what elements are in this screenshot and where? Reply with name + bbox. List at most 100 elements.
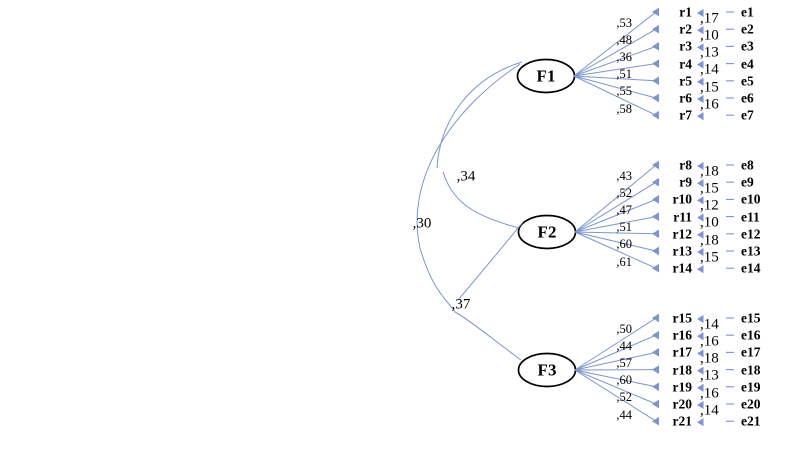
factor-loading-path xyxy=(574,216,657,233)
error-arrowhead xyxy=(697,161,704,171)
loading-arrowhead xyxy=(652,160,659,170)
error-arrowhead xyxy=(697,247,704,257)
residual-value: ,13 xyxy=(700,367,719,384)
loading-value: ,52 xyxy=(616,390,632,405)
loading-value: ,53 xyxy=(616,15,632,30)
error-arrowhead xyxy=(697,383,704,392)
loading-arrowhead xyxy=(652,177,659,187)
indicator-label-r16: r16 xyxy=(672,327,693,343)
indicator-label-r14: r14 xyxy=(672,260,693,276)
error-label-e9: e9 xyxy=(741,174,754,190)
loading-value: ,52 xyxy=(616,185,632,200)
error-arrowhead xyxy=(697,94,704,104)
error-label-e15: e15 xyxy=(741,310,761,326)
error-label-e11: e11 xyxy=(741,208,760,224)
residual-value: ,18 xyxy=(700,163,719,180)
residual-value: ,14 xyxy=(700,61,719,78)
correlation-path-F1-F2 xyxy=(436,61,523,169)
indicator-label-r1: r1 xyxy=(679,4,692,20)
error-arrowhead xyxy=(697,60,704,69)
correlation-path-F2-join xyxy=(442,171,520,229)
loading-arrowhead xyxy=(652,110,659,120)
error-arrowhead xyxy=(697,77,704,86)
loading-value: ,55 xyxy=(616,84,632,99)
indicator-label-r3: r3 xyxy=(679,38,692,54)
loading-value: ,36 xyxy=(616,49,632,64)
error-label-e10: e10 xyxy=(741,191,761,207)
factor-loading-path xyxy=(574,351,657,371)
indicator-label-r8: r8 xyxy=(679,157,692,173)
residual-value: ,17 xyxy=(700,10,719,27)
factor-loading-path xyxy=(574,369,657,405)
error-label-e16: e16 xyxy=(741,327,761,343)
correlation-value-F1-F3: ,30 xyxy=(412,215,432,232)
loading-value: ,47 xyxy=(616,202,632,217)
loading-arrowhead xyxy=(652,195,659,204)
loading-arrowhead xyxy=(652,246,659,256)
residual-value: ,16 xyxy=(700,385,719,402)
loading-value: ,58 xyxy=(616,101,632,116)
error-arrowhead xyxy=(697,112,704,121)
loading-arrowhead xyxy=(652,365,659,374)
residual-value: ,16 xyxy=(700,96,719,113)
error-arrowhead xyxy=(697,349,704,358)
residual-value: ,10 xyxy=(700,214,719,231)
error-arrowhead xyxy=(697,230,704,239)
factor-loading-path xyxy=(574,231,657,252)
factor-loading-path xyxy=(574,369,657,422)
loading-value: ,50 xyxy=(616,321,632,336)
error-arrowhead xyxy=(697,332,704,341)
indicator-label-r4: r4 xyxy=(679,55,692,71)
loading-arrowhead xyxy=(652,382,659,392)
error-label-e3: e3 xyxy=(741,38,754,54)
factor-loading-path xyxy=(573,75,657,82)
indicator-label-r15: r15 xyxy=(672,310,693,326)
residual-value: ,15 xyxy=(700,79,719,96)
residual-value: ,18 xyxy=(700,232,719,249)
loading-arrowhead xyxy=(652,24,659,34)
factor-loading-path xyxy=(573,28,657,77)
loading-arrowhead xyxy=(652,42,659,51)
loading-arrowhead xyxy=(652,59,659,68)
residual-value: ,14 xyxy=(700,316,719,333)
residual-value: ,18 xyxy=(700,350,719,367)
correlation-path-F3-join xyxy=(454,311,522,361)
loading-value: ,44 xyxy=(616,407,632,422)
error-arrowhead xyxy=(697,213,704,222)
indicator-label-r7: r7 xyxy=(679,107,692,123)
factor-loading-path xyxy=(574,369,657,388)
factor-loading-path xyxy=(574,198,657,233)
loading-arrowhead xyxy=(652,212,659,221)
factor-loading-path xyxy=(573,45,657,77)
loading-arrowhead xyxy=(652,348,659,357)
factor-loading-path xyxy=(573,75,657,116)
residual-value: ,12 xyxy=(700,197,719,214)
indicator-label-r13: r13 xyxy=(672,243,693,259)
error-label-e13: e13 xyxy=(741,243,761,259)
error-label-e4: e4 xyxy=(741,55,754,71)
correlation-value-F2-F3: ,37 xyxy=(451,296,471,313)
residual-value: ,15 xyxy=(700,249,719,266)
error-arrowhead xyxy=(697,314,704,324)
error-arrowhead xyxy=(697,418,704,427)
error-label-e21: e21 xyxy=(741,413,761,429)
indicator-label-r10: r10 xyxy=(672,191,693,207)
error-label-e7: e7 xyxy=(741,107,754,123)
correlation-path-F1-F3 xyxy=(416,63,521,313)
loading-value: ,51 xyxy=(616,220,632,234)
loading-arrowhead xyxy=(652,93,659,103)
error-label-e5: e5 xyxy=(741,73,754,89)
error-label-e12: e12 xyxy=(741,226,761,242)
loading-arrowhead xyxy=(652,76,659,86)
error-arrowhead xyxy=(697,196,704,205)
loading-arrowhead xyxy=(652,330,659,340)
residual-value: ,13 xyxy=(700,44,719,61)
loading-value: ,44 xyxy=(616,338,632,353)
loading-value: ,43 xyxy=(616,168,632,183)
factor-label-F2: F2 xyxy=(537,222,557,242)
error-label-e18: e18 xyxy=(741,361,761,377)
loading-value: ,61 xyxy=(616,254,632,269)
loading-value: ,57 xyxy=(616,355,632,370)
factor-loading-path xyxy=(574,231,657,269)
indicator-label-r18: r18 xyxy=(672,361,693,377)
